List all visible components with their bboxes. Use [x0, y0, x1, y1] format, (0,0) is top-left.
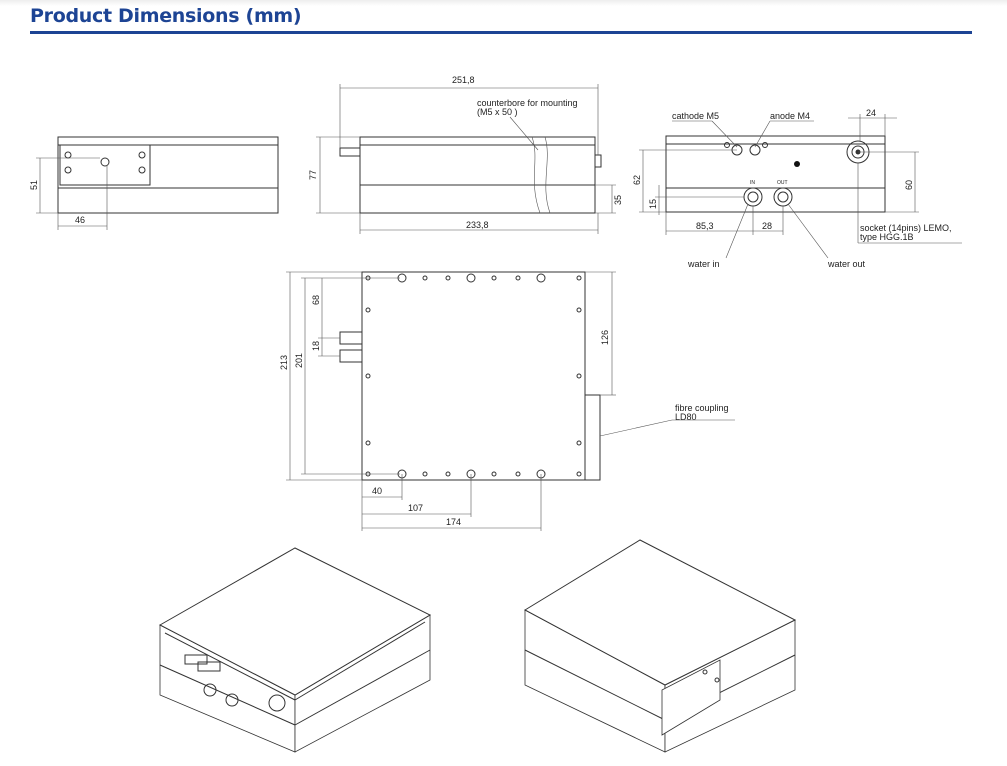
- dim-68: 68: [311, 295, 321, 305]
- counterbore-hole: [536, 273, 546, 283]
- fibre-label: fibre coupling: [675, 403, 729, 413]
- screw-hole: [576, 440, 582, 446]
- title-underline: [30, 31, 972, 34]
- dim-62: 62: [632, 175, 642, 185]
- screw-hole: [365, 373, 371, 379]
- dim-251-8: 251,8: [452, 75, 475, 85]
- screw-hole: [445, 471, 451, 477]
- water-out-label: water out: [827, 259, 866, 269]
- isometric-view-right: [523, 539, 797, 753]
- dim-174: 174: [446, 517, 461, 527]
- screw-hole: [365, 440, 371, 446]
- counterbore-hole: [466, 273, 476, 283]
- counterbore-label: counterbore for mounting: [477, 98, 578, 108]
- dim-46: 46: [75, 215, 85, 225]
- screw-hole: [576, 471, 582, 477]
- dim-77: 77: [308, 170, 318, 180]
- water-in-label: water in: [687, 259, 720, 269]
- screw-hole: [515, 275, 521, 281]
- dim-126: 126: [600, 330, 610, 345]
- screw-hole: [445, 275, 451, 281]
- front-view: 251,8 counterbore for mounting (M5 x 50 …: [308, 75, 623, 234]
- isometric-view-left: [158, 547, 432, 753]
- counterbore-spec: (M5 x 50 ): [477, 107, 518, 117]
- dim-18: 18: [311, 341, 321, 351]
- top-shadow: [0, 0, 1007, 6]
- dim-60: 60: [904, 180, 914, 190]
- dim-107: 107: [408, 503, 423, 513]
- socket-label: socket (14pins) LEMO,: [860, 223, 952, 233]
- dim-28: 28: [762, 221, 772, 231]
- dim-51: 51: [29, 180, 39, 190]
- fibre-model: LD80: [675, 412, 697, 422]
- socket-type: type HGG.1B: [860, 232, 914, 242]
- in-label: IN: [750, 180, 755, 186]
- side-view-left: 51 46: [29, 136, 279, 230]
- screw-hole: [576, 373, 582, 379]
- screw-hole: [491, 275, 497, 281]
- dim-233-8: 233,8: [466, 220, 489, 230]
- dim-85-3: 85,3: [696, 221, 714, 231]
- dim-24: 24: [866, 108, 876, 118]
- dim-15: 15: [648, 199, 658, 209]
- screw-hole: [576, 307, 582, 313]
- screw-hole: [422, 275, 428, 281]
- dim-40: 40: [372, 486, 382, 496]
- cathode-label: cathode M5: [672, 111, 719, 121]
- dim-35: 35: [613, 195, 623, 205]
- screw-hole: [515, 471, 521, 477]
- screw-hole: [422, 471, 428, 477]
- top-view: 213 201 68 18 126 fibre coupling LD80 40…: [279, 271, 735, 531]
- out-label: OUT: [777, 180, 788, 186]
- anode-label: anode M4: [770, 111, 810, 121]
- screw-hole: [576, 275, 582, 281]
- screw-hole: [365, 307, 371, 313]
- screw-hole: [491, 471, 497, 477]
- dim-201: 201: [294, 353, 304, 368]
- dim-213: 213: [279, 355, 289, 370]
- page-title: Product Dimensions (mm): [30, 5, 302, 27]
- rear-view: IN OUT cathode M5 anode M4 24 60 62 15 8…: [632, 108, 962, 269]
